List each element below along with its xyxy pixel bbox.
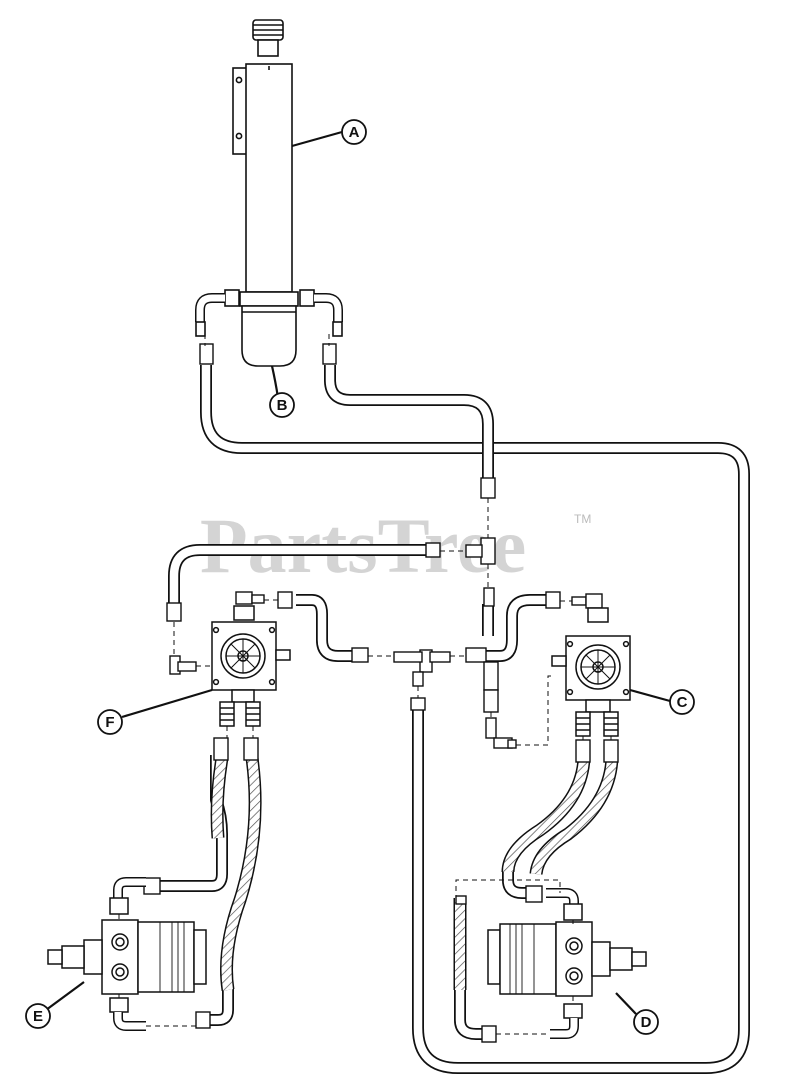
callout-c: C xyxy=(669,689,695,715)
callout-leaders xyxy=(45,130,671,1015)
fittings xyxy=(143,343,619,1043)
svg-text:E: E xyxy=(33,1008,43,1025)
filter-assembly xyxy=(195,289,343,367)
svg-text:F: F xyxy=(105,714,114,731)
hose-motor-d-lower xyxy=(454,985,486,1040)
callout-e: E xyxy=(25,1003,51,1029)
svg-text:A: A xyxy=(349,124,360,141)
callout-b: B xyxy=(269,392,295,418)
hose-motor-e-lower xyxy=(206,985,234,1026)
hose-cross-to-left xyxy=(168,544,428,605)
pump-f xyxy=(211,605,291,727)
svg-text:B: B xyxy=(277,397,288,414)
dashed-connections xyxy=(118,334,612,1035)
callout-d: D xyxy=(633,1009,659,1035)
cross-fitting xyxy=(480,537,496,565)
reservoir-assembly xyxy=(232,19,299,307)
motor-e xyxy=(47,877,207,1031)
pump-c xyxy=(551,607,631,737)
hoses xyxy=(160,365,750,1074)
reservoir-collar xyxy=(239,291,299,307)
hose-pump-f-to-tee xyxy=(296,594,354,662)
braided-hoses xyxy=(210,756,619,991)
filter-canister xyxy=(241,305,297,367)
watermark-tm: TM xyxy=(574,512,591,526)
callout-a: A xyxy=(341,119,367,145)
motor-d xyxy=(487,888,647,1039)
svg-text:C: C xyxy=(677,694,688,711)
svg-text:D: D xyxy=(641,1014,652,1031)
callout-f: F xyxy=(97,709,123,735)
hose-tee-to-pump-c xyxy=(486,594,548,662)
reservoir-tube xyxy=(245,63,293,293)
hose-return-large xyxy=(200,365,750,1074)
hose-supply-top xyxy=(324,365,494,480)
